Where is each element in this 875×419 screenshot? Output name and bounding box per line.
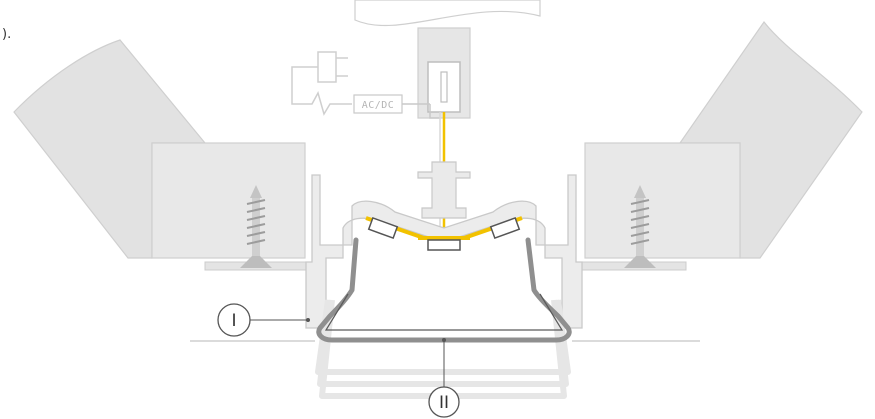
diffuser-ghosts	[315, 299, 571, 399]
right-wood-block	[584, 142, 741, 259]
corner-text-fragment: ).	[2, 27, 11, 42]
callout-two-dot	[442, 338, 446, 342]
left-wood-block	[151, 142, 306, 259]
screw-icon	[240, 185, 272, 268]
callout-two-circle	[428, 386, 460, 418]
screw-icon	[624, 185, 656, 268]
callout-one-dot	[306, 318, 310, 322]
led-strip-center	[418, 236, 470, 251]
led-strip-right	[463, 216, 523, 240]
ceiling-mount	[354, 0, 541, 27]
plug-icon	[291, 51, 352, 116]
aluminium-profile	[305, 174, 583, 329]
callout-one-circle	[217, 303, 251, 337]
callout-two-label: II	[439, 393, 449, 413]
led-strip-left	[365, 216, 425, 240]
diffuser-inner-line	[324, 293, 564, 331]
callout-one-label: I	[231, 311, 236, 331]
diffuser-cover	[316, 237, 572, 343]
connector-pin	[440, 71, 448, 103]
profile-center-rail	[417, 161, 471, 219]
power-wire-down	[429, 104, 440, 119]
ac-dc-label: AC/DC	[362, 100, 395, 111]
